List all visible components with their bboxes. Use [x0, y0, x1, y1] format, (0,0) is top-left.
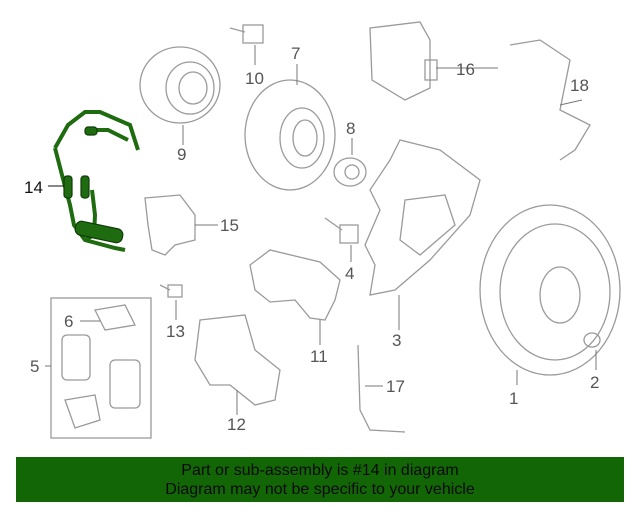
callout-14[interactable]: 14: [24, 178, 43, 197]
callout-16[interactable]: 16: [456, 60, 475, 79]
pad-shapes: [61, 304, 141, 429]
part-15-actuator[interactable]: [144, 194, 196, 256]
part-4-bolt[interactable]: [324, 217, 359, 244]
callout-18[interactable]: 18: [570, 76, 589, 95]
part-13-bolt[interactable]: [159, 284, 183, 298]
callout-12[interactable]: 12: [227, 415, 246, 434]
part-5-pad-kit-box[interactable]: [50, 297, 152, 439]
part-18-sensor[interactable]: [509, 39, 591, 161]
callout-1[interactable]: 1: [509, 389, 519, 408]
info-banner: Part or sub-assembly is #14 in diagram D…: [16, 457, 624, 502]
callout-5[interactable]: 5: [30, 357, 40, 376]
callout-13[interactable]: 13: [166, 322, 185, 341]
callout-9[interactable]: 9: [177, 145, 187, 164]
part-10-bolt[interactable]: [229, 24, 264, 44]
part-12-bracket[interactable]: [194, 314, 281, 406]
part-11-caliper[interactable]: [249, 249, 341, 321]
part-17-sensor[interactable]: [357, 344, 406, 433]
callout-3[interactable]: 3: [392, 331, 402, 350]
leader-lines: [45, 45, 597, 415]
callout-15[interactable]: 15: [220, 216, 239, 235]
part-8-nut[interactable]: [333, 157, 367, 187]
part-9-bearing[interactable]: [139, 46, 221, 124]
part-3-shield[interactable]: [364, 139, 481, 296]
callout-11[interactable]: 11: [310, 347, 328, 366]
callout-8[interactable]: 8: [346, 119, 356, 138]
callout-4[interactable]: 4: [345, 264, 355, 283]
banner-line-2: Diagram may not be specific to your vehi…: [165, 481, 475, 498]
part-14-harness[interactable]: [53, 110, 140, 252]
banner-line-1: Part or sub-assembly is #14 in diagram: [181, 462, 459, 479]
callout-7[interactable]: 7: [291, 44, 301, 63]
part-2-bolt[interactable]: [583, 332, 601, 348]
part-7-hub[interactable]: [244, 79, 336, 191]
callout-17[interactable]: 17: [386, 377, 405, 396]
callout-2[interactable]: 2: [590, 373, 600, 392]
callout-6[interactable]: 6: [64, 312, 74, 331]
callout-10[interactable]: 10: [245, 69, 264, 88]
part-1-rotor[interactable]: [479, 204, 621, 376]
part-16-module[interactable]: [369, 21, 438, 101]
